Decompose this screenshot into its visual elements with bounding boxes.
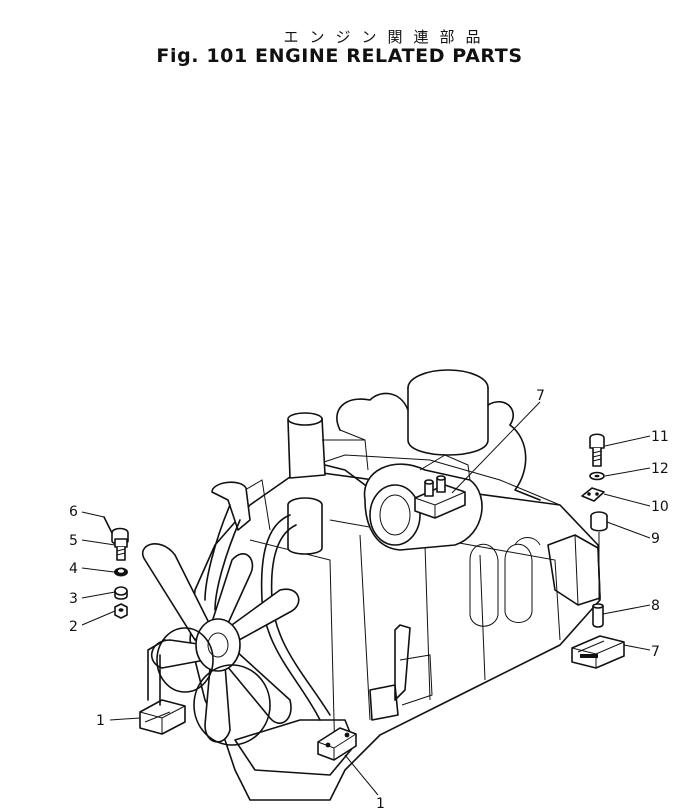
callout-4: 4 (69, 561, 78, 577)
callout-labels: 1 1 2 3 4 5 6 7 7 8 9 10 12 11 (69, 388, 669, 809)
front-mount-bottom (317, 727, 357, 761)
left-fastener-stack (103, 516, 129, 619)
callout-1-left: 1 (96, 713, 105, 729)
callout-7-engine: 7 (536, 388, 545, 404)
callout-12: 12 (651, 461, 669, 477)
exhaust-stack (204, 479, 331, 721)
rear-mount-on-engine (414, 454, 471, 519)
callout-5: 5 (69, 533, 78, 549)
callout-9: 9 (651, 531, 660, 547)
callout-11: 11 (651, 429, 669, 445)
figure-title: Fig. 101 ENGINE RELATED PARTS (156, 45, 523, 67)
right-fastener-stack (571, 433, 625, 669)
callout-3: 3 (69, 591, 78, 607)
callout-8: 8 (651, 598, 660, 614)
cooling-fan (142, 543, 300, 746)
callout-7-right: 7 (651, 644, 660, 660)
callout-6: 6 (69, 504, 78, 520)
air-cleaner-assembly (287, 369, 541, 551)
callout-10: 10 (651, 499, 669, 515)
callout-2: 2 (69, 619, 78, 635)
front-mount-left (139, 639, 186, 735)
figure-title-japanese: エンジン関連部品 (283, 28, 492, 46)
callout-1-bottom: 1 (376, 796, 385, 809)
leader-lines (81, 401, 651, 796)
